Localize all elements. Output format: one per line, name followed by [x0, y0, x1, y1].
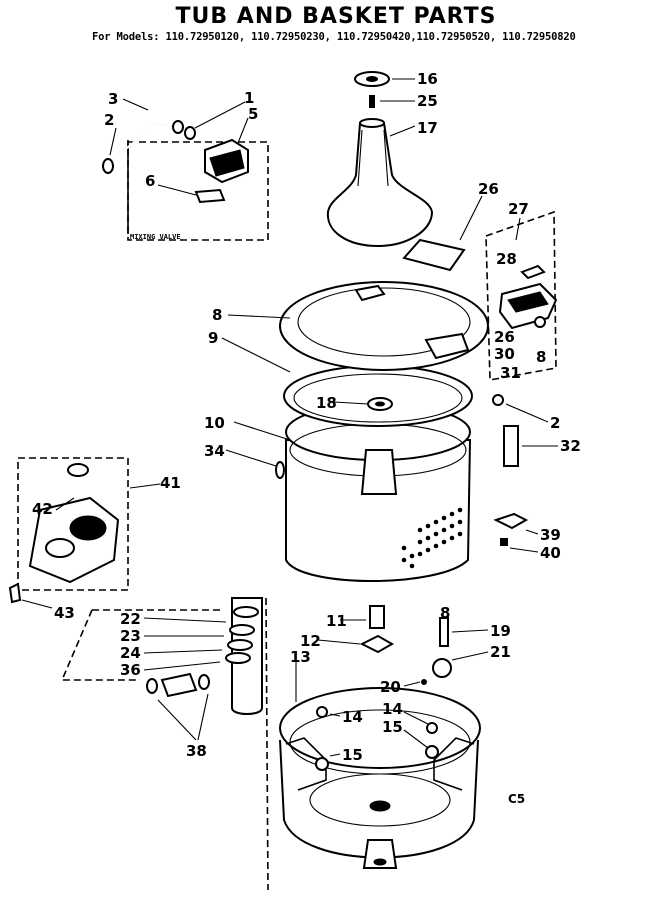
part-26-group: 26 [402, 180, 499, 272]
callout-34: 34 [204, 442, 225, 460]
callout-39: 39 [540, 526, 561, 544]
diagram-code: C5 [508, 792, 525, 806]
pump-fitting-icon [67, 463, 89, 477]
tub-cylinder-icon [503, 425, 519, 467]
pump-bracket-icon [493, 512, 529, 530]
callout-17: 17 [417, 119, 438, 137]
tub-ring-icon [283, 365, 473, 427]
bleach-dispenser-gasket-icon [402, 238, 466, 272]
hose-clamp-icon [172, 120, 184, 134]
callout-38: 38 [186, 742, 207, 760]
models-subtitle: For Models: 110.72950120, 110.72950230, … [92, 31, 576, 43]
spin-bushing-icon [432, 658, 452, 678]
basket-nut-2-icon [425, 745, 439, 759]
callout-41: 41 [160, 474, 181, 492]
callout-28: 28 [496, 250, 517, 268]
callout-15b: 15 [382, 718, 403, 736]
callout-18: 18 [316, 394, 337, 412]
drain-hose-icon [160, 672, 198, 698]
hose-end-washer-icon [102, 158, 114, 174]
callout-8: 8 [212, 306, 222, 324]
callout-9: 9 [208, 329, 218, 347]
callout-42: 42 [32, 500, 53, 518]
hose-washer-icon [184, 126, 196, 140]
part-39-40-group: 39 40 [493, 512, 561, 562]
callout-21: 21 [490, 643, 511, 661]
callout-15: 15 [342, 746, 363, 764]
callout-19: 19 [490, 622, 511, 640]
callout-40: 40 [540, 544, 561, 562]
callout-23: 23 [120, 627, 141, 645]
agitator-icon [326, 122, 434, 248]
callout-32: 32 [560, 437, 581, 455]
diagram-title: TUB AND BASKET PARTS [175, 4, 497, 29]
pump-screw-icon [8, 582, 22, 604]
drive-bell-icon [369, 605, 385, 629]
callout-2b: 2 [550, 414, 560, 432]
callout-13: 13 [290, 648, 311, 666]
callout-26b: 26 [494, 328, 515, 346]
part-32-group: 32 [503, 425, 581, 467]
pump-group: 41 42 43 [8, 457, 181, 622]
callout-11: 11 [326, 612, 347, 630]
agitator-group: 16 25 17 [326, 70, 438, 248]
callout-10: 10 [204, 414, 225, 432]
callout-43: 43 [54, 604, 75, 622]
callout-3: 3 [108, 90, 118, 108]
callout-5: 5 [248, 105, 258, 123]
callout-8c: 8 [440, 604, 450, 622]
bracket-screw-icon [500, 538, 508, 546]
drive-washer-icon [359, 634, 395, 654]
mixing-valve-group: MIXING VALVE 3 2 1 5 6 [102, 89, 269, 241]
callout-31: 31 [500, 364, 521, 382]
valve-screen-icon [194, 188, 226, 204]
basket-screw-2-icon [426, 722, 438, 734]
callout-14: 14 [342, 708, 363, 726]
callout-1: 1 [244, 89, 254, 107]
callout-36: 36 [120, 661, 141, 679]
callout-12: 12 [300, 632, 321, 650]
callout-14b: 14 [382, 700, 403, 718]
callout-22: 22 [120, 610, 141, 628]
callout-8b: 8 [536, 348, 546, 366]
callout-20: 20 [380, 678, 401, 696]
basket-nut-icon [315, 757, 329, 771]
agitator-bolt-icon [369, 95, 375, 108]
tub-vent-holes [401, 507, 463, 569]
drain-hose-group: 22 23 24 36 38 [60, 597, 269, 891]
basket-group: 11 12 13 8 19 21 20 14 15 14 15 [279, 604, 511, 869]
mixing-valve-label: MIXING VALVE [130, 233, 181, 241]
lid-switch-group: 27 28 26 30 31 8 [485, 200, 558, 382]
tub-cover-icon [279, 281, 489, 371]
callout-2: 2 [104, 111, 114, 129]
callout-16: 16 [417, 70, 438, 88]
callout-24: 24 [120, 644, 141, 662]
callout-30: 30 [494, 345, 515, 363]
tub-clamp-icon [275, 461, 285, 479]
callout-26: 26 [478, 180, 499, 198]
outer-tub-icon [285, 439, 472, 582]
callout-25: 25 [417, 92, 438, 110]
spin-pin-icon [439, 617, 449, 647]
callout-6: 6 [145, 172, 155, 190]
tub-assembly-group: 8 9 18 10 34 2 [204, 281, 560, 582]
hose-clamp-2-icon [492, 394, 504, 406]
callout-27: 27 [508, 200, 529, 218]
basket-screw-icon [316, 706, 328, 718]
